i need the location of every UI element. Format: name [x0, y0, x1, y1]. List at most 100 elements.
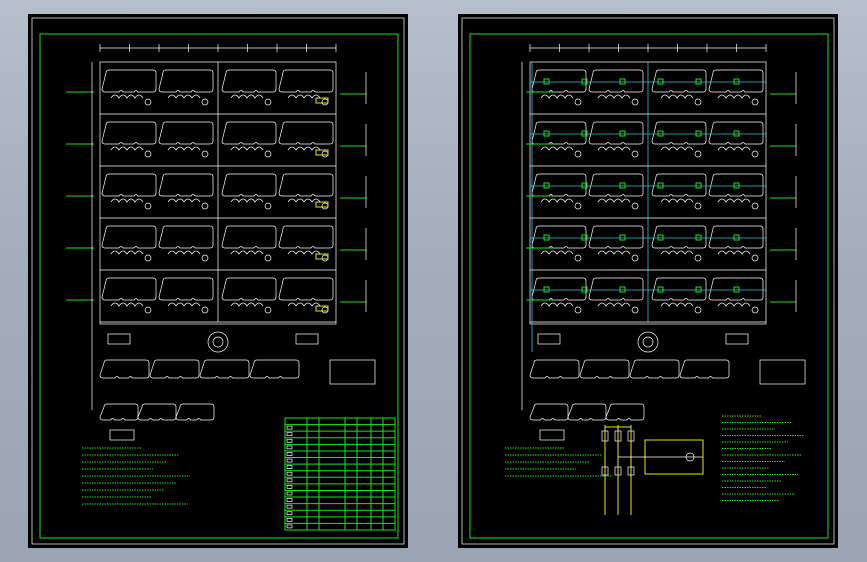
room-unit — [158, 277, 214, 301]
device-symbol — [695, 234, 702, 241]
lower-room-unit — [149, 359, 200, 379]
fixture-circle — [201, 202, 209, 210]
device-symbol — [657, 286, 664, 293]
room-unit — [651, 173, 707, 197]
furniture-wave — [230, 146, 264, 151]
device-symbol — [581, 234, 588, 241]
legend-symbol — [286, 432, 293, 437]
legend-symbol — [286, 498, 293, 502]
furniture-wave — [717, 302, 751, 307]
fixture-circle — [264, 98, 272, 106]
furniture-wave — [717, 198, 751, 203]
furniture-wave — [597, 302, 631, 307]
breaker-symbol — [601, 430, 609, 442]
left-legend-table — [284, 417, 396, 531]
fixture-circle — [144, 98, 152, 106]
fixture-circle — [751, 254, 759, 262]
legend-symbol — [286, 452, 293, 456]
entry-box — [107, 333, 131, 345]
room-unit — [101, 173, 157, 197]
room-unit — [158, 69, 214, 93]
furniture-wave — [660, 250, 694, 255]
fixture-circle — [201, 254, 209, 262]
legend-symbol — [286, 425, 293, 430]
stair-core-inner — [642, 336, 654, 348]
right-floor-plan — [521, 44, 806, 441]
device-symbol — [619, 130, 626, 137]
device-symbol — [543, 130, 550, 137]
fixture-circle — [751, 150, 759, 158]
fixture-circle — [574, 254, 582, 262]
room-unit — [708, 173, 764, 197]
device-symbol — [733, 130, 740, 137]
right-wiring-schematic — [601, 425, 704, 515]
fixture-circle — [201, 150, 209, 158]
legend-symbol — [286, 524, 293, 529]
fixture-circle — [694, 202, 702, 210]
room-unit — [278, 69, 334, 93]
legend-symbol — [286, 485, 293, 489]
room-unit — [278, 121, 334, 145]
bottom-room-unit — [99, 403, 139, 421]
right-drawing-sheet — [458, 14, 838, 548]
fixture-circle — [144, 202, 152, 210]
furniture-wave — [717, 146, 751, 151]
room-unit — [278, 225, 334, 249]
lower-room-unit — [199, 359, 250, 379]
furniture-wave — [717, 250, 751, 255]
bottom-entry-box — [109, 429, 135, 441]
device-symbol — [581, 286, 588, 293]
furniture-wave — [167, 198, 201, 203]
breaker-symbol — [614, 430, 622, 442]
room-unit — [588, 69, 644, 93]
device-symbol — [581, 78, 588, 85]
device-symbol — [619, 286, 626, 293]
lower-room-unit — [249, 359, 300, 379]
furniture-wave — [540, 250, 574, 255]
fixture-circle — [264, 306, 272, 314]
furniture-wave — [287, 198, 321, 203]
fixture-circle — [694, 150, 702, 158]
legend-symbol — [286, 438, 293, 443]
fixture-circle — [264, 254, 272, 262]
bottom-room-unit — [567, 403, 607, 421]
detail-inset — [759, 359, 806, 385]
furniture-wave — [660, 302, 694, 307]
furniture-wave — [110, 250, 144, 255]
panel-marker — [315, 149, 329, 156]
contactor-symbol — [601, 466, 609, 476]
legend-symbol — [286, 458, 293, 463]
device-symbol — [657, 78, 664, 85]
contactor-symbol — [614, 466, 622, 476]
lower-room-unit — [99, 359, 150, 379]
device-symbol — [543, 286, 550, 293]
contactor-symbol — [627, 466, 635, 476]
device-symbol — [543, 78, 550, 85]
fixture-circle — [144, 254, 152, 262]
room-unit — [101, 225, 157, 249]
fixture-circle — [751, 98, 759, 106]
furniture-wave — [597, 198, 631, 203]
breaker-symbol — [627, 430, 635, 442]
furniture-wave — [230, 250, 264, 255]
fixture-circle — [751, 202, 759, 210]
fixture-circle — [201, 98, 209, 106]
furniture-wave — [660, 146, 694, 151]
fixture-circle — [694, 306, 702, 314]
left-floor-plan — [66, 44, 376, 441]
device-symbol — [733, 78, 740, 85]
room-unit — [588, 225, 644, 249]
lower-room-unit — [679, 359, 730, 379]
panel-marker — [315, 201, 329, 208]
device-symbol — [619, 234, 626, 241]
room-unit — [588, 121, 644, 145]
legend-symbol — [286, 471, 293, 476]
fixture-circle — [631, 306, 639, 314]
room-unit — [588, 277, 644, 301]
device-symbol — [733, 286, 740, 293]
furniture-wave — [110, 146, 144, 151]
room-unit — [221, 277, 277, 301]
furniture-wave — [597, 146, 631, 151]
device-symbol — [543, 182, 550, 189]
